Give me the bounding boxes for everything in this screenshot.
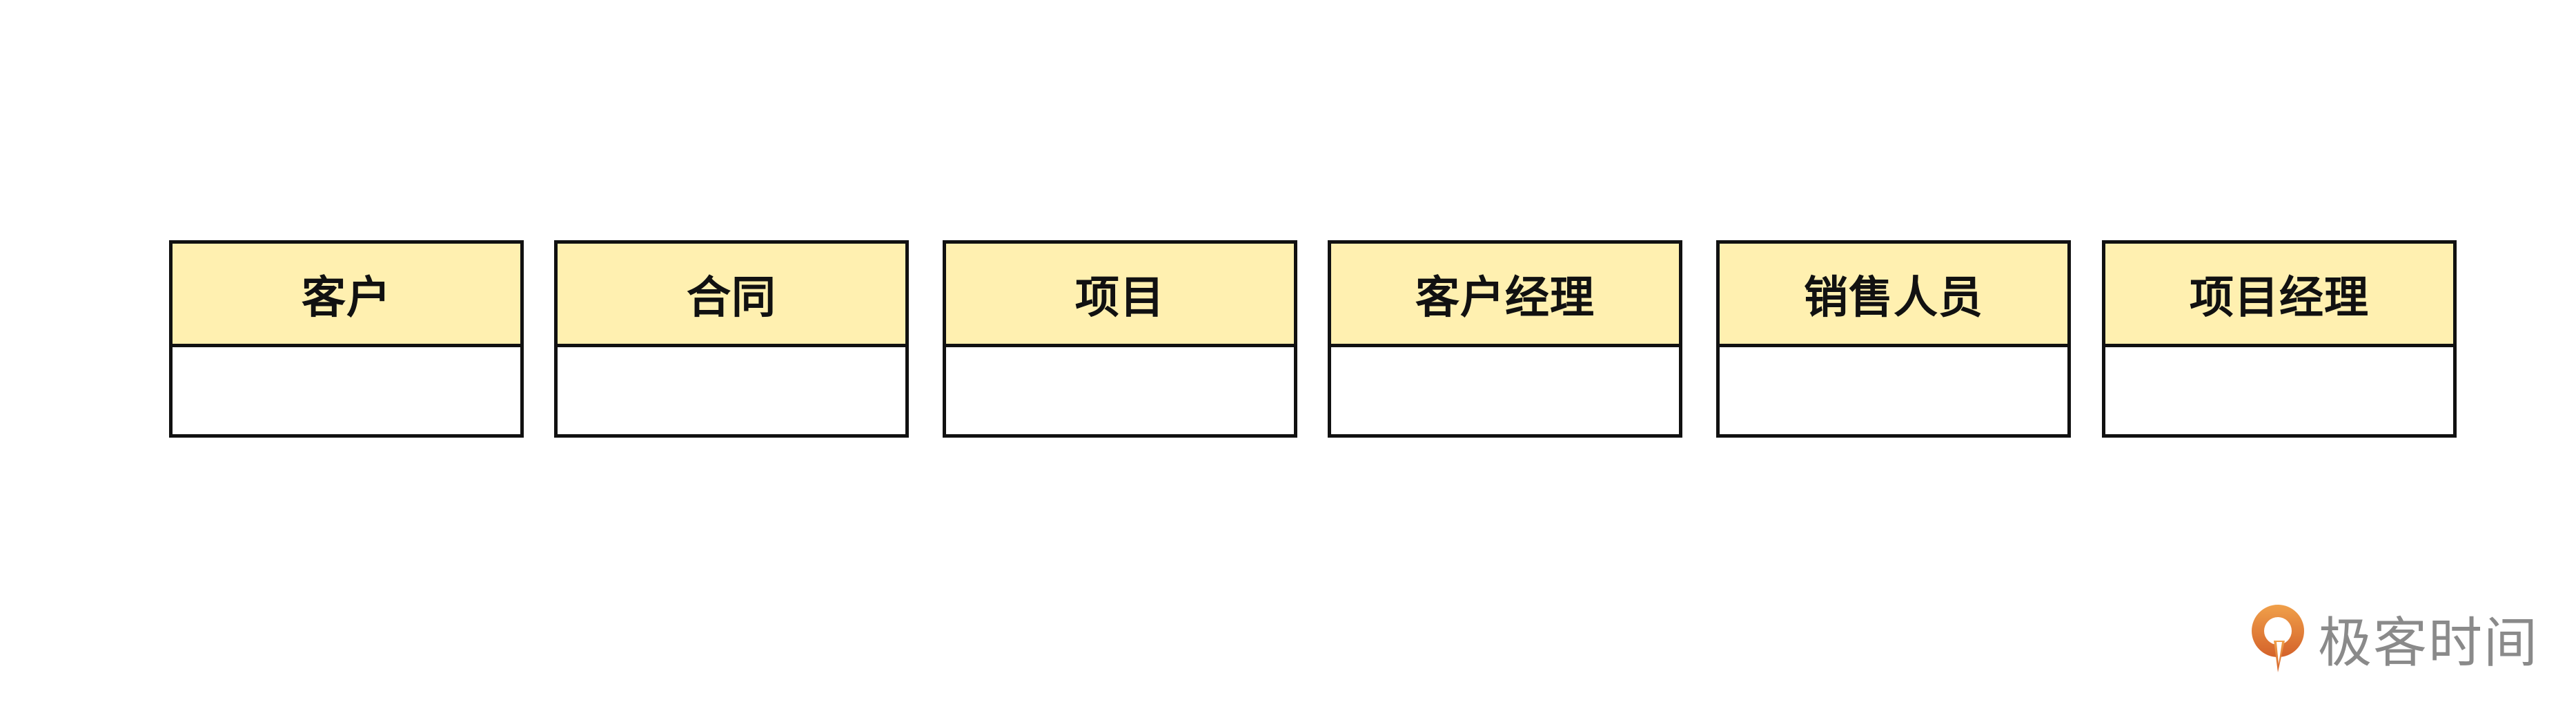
entity-box-customer: 客户 <box>169 240 524 438</box>
entity-box-sales-person: 销售人员 <box>1716 240 2071 438</box>
entity-box-contract: 合同 <box>554 240 909 438</box>
entity-title: 项目经理 <box>2190 272 2369 324</box>
entity-header: 客户经理 <box>1331 244 1679 347</box>
entity-title: 销售人员 <box>1804 272 1983 324</box>
entity-box-account-manager: 客户经理 <box>1328 240 1682 438</box>
watermark: 极客时间 <box>2246 601 2539 676</box>
geektime-logo-icon <box>2252 605 2304 672</box>
entity-body <box>1331 347 1679 434</box>
entity-box-project-manager: 项目经理 <box>2102 240 2457 438</box>
entity-box-project: 项目 <box>943 240 1297 438</box>
entity-body <box>1720 347 2067 434</box>
entity-title: 合同 <box>687 272 776 324</box>
entity-header: 合同 <box>558 244 905 347</box>
entity-header: 客户 <box>173 244 520 347</box>
entity-body <box>2105 347 2453 434</box>
entity-body <box>558 347 905 434</box>
entity-header: 项目 <box>946 244 1294 347</box>
entity-body <box>173 347 520 434</box>
entity-title: 客户经理 <box>1415 272 1595 324</box>
entity-title: 客户 <box>302 272 391 324</box>
entity-title: 项目 <box>1075 272 1165 324</box>
entity-header: 项目经理 <box>2105 244 2453 347</box>
entity-body <box>946 347 1294 434</box>
watermark-text: 极客时间 <box>2318 612 2539 674</box>
entity-header: 销售人员 <box>1720 244 2067 347</box>
